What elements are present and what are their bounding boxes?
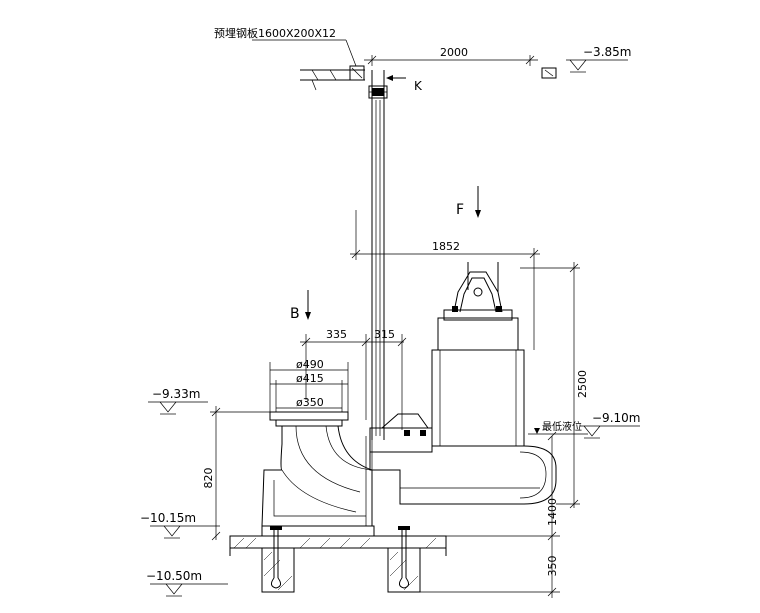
ceiling-slab [252,39,365,91]
dim-1852-label: 1852 [432,240,460,253]
elev-1050-label: −10.50m [146,569,202,583]
elevation-933 [148,401,208,415]
pump-motor [431,262,525,447]
floor-slab [229,526,447,593]
dimension-350 [420,536,560,598]
elevation-1015 [150,525,220,539]
dim-315-label: 315 [374,328,395,341]
elevation-marker-top [566,59,628,73]
elevation-1050 [150,583,228,597]
view-b-label: B [290,306,300,322]
view-k-arrow [386,75,406,81]
view-k-label: K [414,79,423,93]
dim-2000-label: 2000 [440,46,468,59]
guide-rail [368,70,388,440]
diameter-dims [269,362,349,412]
elev-933-label: −9.33m [152,387,200,401]
elev-1015-label: −10.15m [140,511,196,525]
dimension-335-315 [300,334,407,430]
view-f-label: F [456,202,464,218]
d415-label: ø415 [296,372,324,385]
plate-label: 预埋钢板1600X200X12 [214,26,336,40]
dimension-820 [210,406,272,541]
elevation-910 [580,425,640,439]
pump-volute [369,413,557,505]
dimension-2500 [520,262,580,509]
view-f-arrow [475,186,481,218]
h820-label: 820 [202,468,215,489]
view-b-arrow [305,290,311,320]
dimension-2000 [364,55,538,66]
dimension-1400 [446,431,560,541]
h350-label: 350 [546,556,559,577]
d490-label: ø490 [296,358,324,371]
dimension-1852 [350,210,540,350]
low-level-label: 最低液位 [542,420,582,433]
dim-335-label: 335 [326,328,347,341]
low-level-marker [528,428,588,435]
discharge-elbow [261,411,375,537]
elev-910-label: −9.10m [592,411,640,425]
slab-stub [541,67,557,79]
h1400-label: 1400 [546,498,559,526]
elev-top-label: −3.85m [583,45,631,59]
h2500-label: 2500 [576,370,589,398]
d350-label: ø350 [296,396,324,409]
